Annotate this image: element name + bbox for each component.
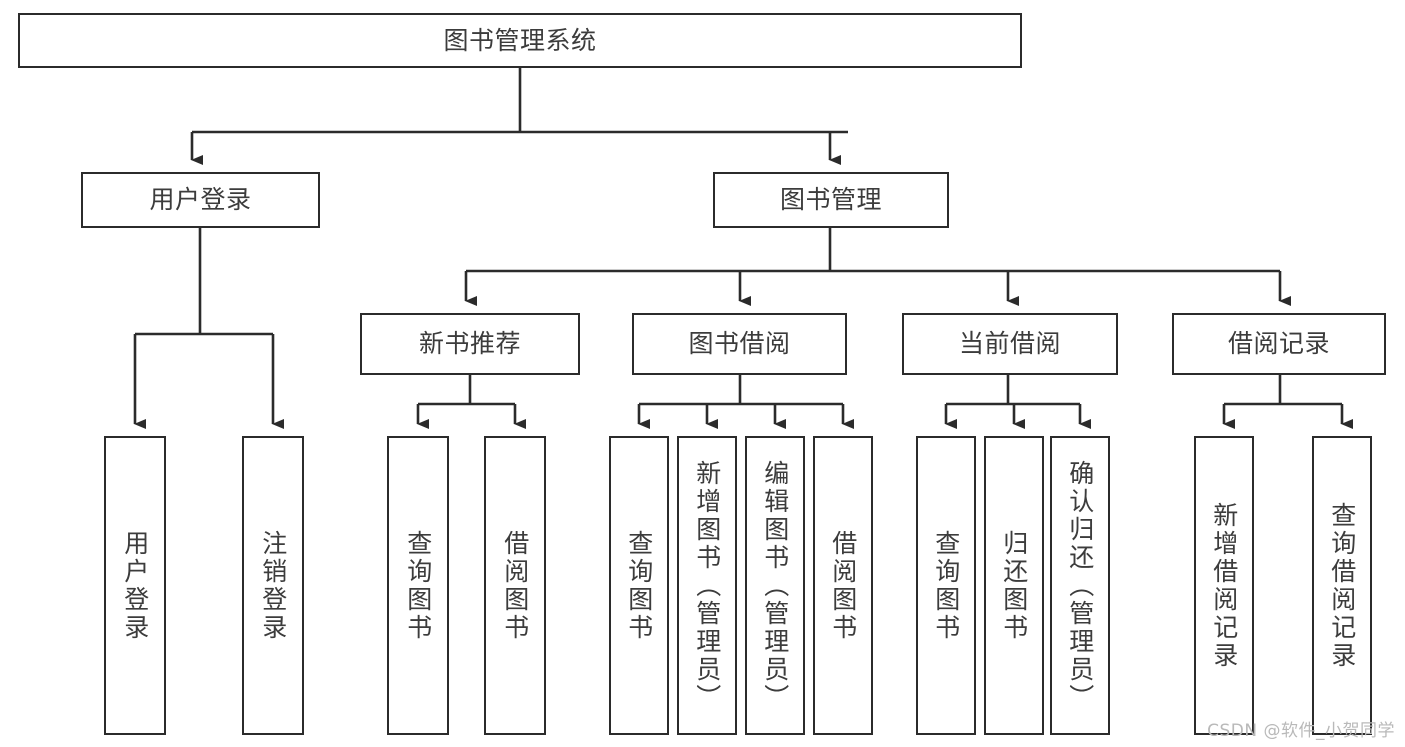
leaf-borrow-books-newbooks[interactable]: 借阅图书 (484, 436, 546, 735)
node-root[interactable]: 图书管理系统 (18, 13, 1022, 68)
leaf-add-borrow-record[interactable]: 新增借阅记录 (1194, 436, 1254, 735)
leaf-query-borrow-record[interactable]: 查询借阅记录 (1312, 436, 1372, 735)
leaf-query-borrow-record-label: 查询借阅记录 (1327, 501, 1357, 670)
leaf-user-login[interactable]: 用户登录 (104, 436, 166, 735)
leaf-user-login-label: 用户登录 (120, 529, 150, 642)
leaf-query-books-borrow[interactable]: 查询图书 (609, 436, 669, 735)
leaf-confirm-return-admin[interactable]: 确认归还（管理员） (1050, 436, 1110, 735)
node-current-borrow-label: 当前借阅 (958, 329, 1061, 359)
leaf-query-books-newbooks[interactable]: 查询图书 (387, 436, 449, 735)
node-borrow-records[interactable]: 借阅记录 (1172, 313, 1386, 375)
leaf-add-borrow-record-label: 新增借阅记录 (1209, 501, 1239, 670)
leaf-return-books-label: 归还图书 (999, 529, 1029, 642)
leaf-lend-books-label: 借阅图书 (828, 529, 858, 642)
leaf-edit-book-admin-label: 编辑图书（管理员） (760, 459, 790, 712)
node-user-login-label: 用户登录 (149, 185, 252, 215)
node-book-management-label: 图书管理 (779, 185, 882, 215)
node-root-label: 图书管理系统 (443, 25, 597, 55)
leaf-confirm-return-admin-label: 确认归还（管理员） (1065, 459, 1095, 712)
node-book-borrow[interactable]: 图书借阅 (632, 313, 847, 375)
leaf-query-books-borrow-label: 查询图书 (624, 529, 654, 642)
node-book-borrow-label: 图书借阅 (688, 329, 791, 359)
leaf-add-book-admin[interactable]: 新增图书（管理员） (677, 436, 737, 735)
node-current-borrow[interactable]: 当前借阅 (902, 313, 1118, 375)
node-new-book-recommend-label: 新书推荐 (418, 329, 521, 359)
leaf-borrow-books-newbooks-label: 借阅图书 (500, 529, 530, 642)
leaf-return-books[interactable]: 归还图书 (984, 436, 1044, 735)
leaf-add-book-admin-label: 新增图书（管理员） (692, 459, 722, 712)
leaf-query-books-newbooks-label: 查询图书 (403, 529, 433, 642)
leaf-query-books-current[interactable]: 查询图书 (916, 436, 976, 735)
node-user-login[interactable]: 用户登录 (81, 172, 320, 228)
leaf-lend-books[interactable]: 借阅图书 (813, 436, 873, 735)
leaf-user-logout[interactable]: 注销登录 (242, 436, 304, 735)
node-new-book-recommend[interactable]: 新书推荐 (360, 313, 580, 375)
node-borrow-records-label: 借阅记录 (1227, 329, 1330, 359)
leaf-query-books-current-label: 查询图书 (931, 529, 961, 642)
node-book-management[interactable]: 图书管理 (713, 172, 949, 228)
leaf-edit-book-admin[interactable]: 编辑图书（管理员） (745, 436, 805, 735)
leaf-user-logout-label: 注销登录 (258, 529, 288, 642)
